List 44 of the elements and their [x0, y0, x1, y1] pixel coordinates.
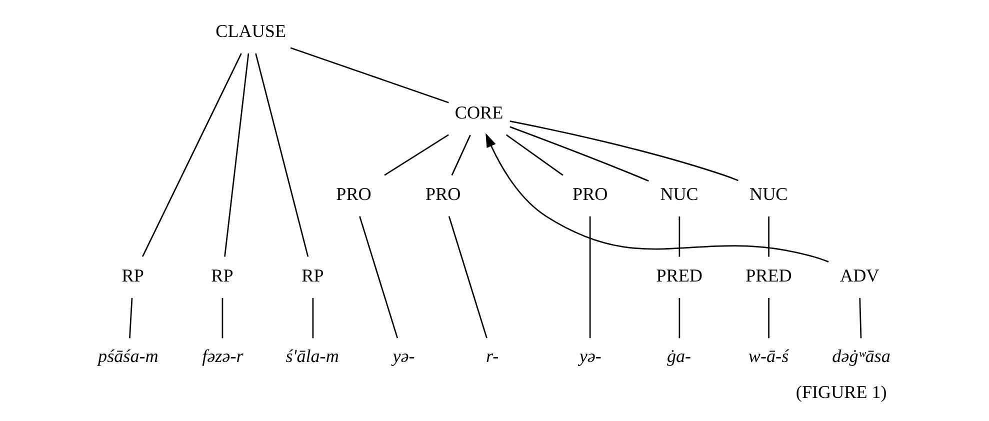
node-text: RP [122, 266, 144, 286]
connector [768, 216, 770, 257]
node-text: pśāśa-m [98, 346, 158, 366]
node-text: ġa- [666, 346, 692, 366]
connector [859, 298, 862, 338]
node-text: NUC [660, 184, 698, 204]
connector [384, 134, 449, 176]
connector [451, 134, 471, 176]
connector [448, 216, 488, 338]
connector [290, 47, 449, 104]
connector [312, 298, 314, 338]
connector [510, 126, 649, 182]
connector [768, 298, 770, 338]
node-text: CLAUSE [216, 21, 286, 42]
node-text: PRO [572, 184, 608, 204]
node-text: dəġʷāsa [832, 346, 890, 366]
node-text: r- [486, 346, 499, 366]
connector [589, 216, 591, 338]
node-text: ś'āla-m [286, 346, 339, 366]
node-text: RP [302, 266, 324, 286]
connector [506, 134, 564, 176]
connector [678, 298, 680, 338]
connector [255, 53, 309, 257]
caption: (FIGURE 1) [796, 382, 887, 402]
node-text: fəzə-r [202, 346, 244, 366]
arrow [486, 133, 829, 262]
node-text: NUC [750, 184, 788, 204]
node-text: w-ā-ś [748, 346, 789, 366]
node-text: RP [211, 266, 234, 286]
connector [224, 53, 250, 257]
connector [678, 216, 680, 257]
connector [510, 120, 738, 182]
node-text: PRO [426, 184, 461, 204]
node-text: PRO [336, 184, 372, 204]
connector [359, 216, 398, 338]
node-text: ADV [840, 266, 880, 286]
node-text: PRED [746, 266, 792, 286]
node-text: CORE [454, 102, 504, 123]
node-text: PRED [656, 266, 702, 286]
connector [222, 298, 224, 338]
connector [129, 298, 133, 338]
node-text: yə- [392, 346, 415, 366]
node-text: yə- [579, 346, 602, 366]
connector [142, 53, 242, 257]
